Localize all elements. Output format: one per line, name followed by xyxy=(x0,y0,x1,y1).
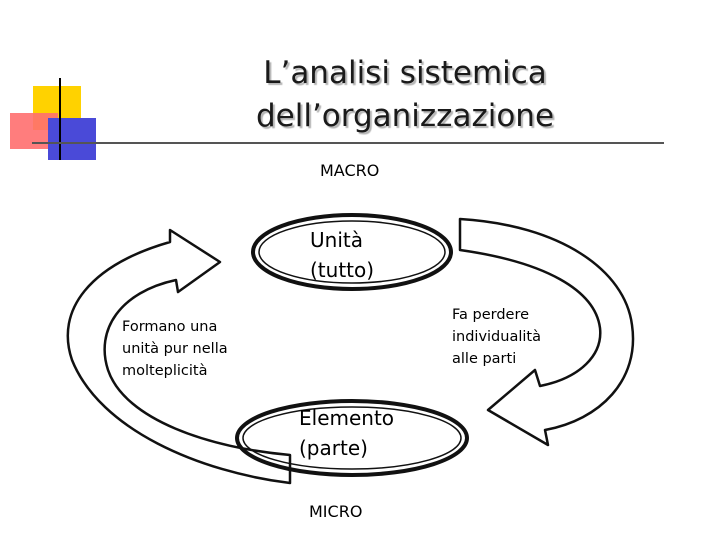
top-node-label-line-1: Unità xyxy=(310,226,363,254)
bottom-node-label-line-2: (parte) xyxy=(299,434,368,462)
left-annotation-line-2: unità pur nella xyxy=(122,340,228,359)
bottom-node-label-line-1: Elemento xyxy=(299,404,394,432)
right-annotation-line-2: individualità xyxy=(452,328,541,347)
top-node-label-line-2: (tutto) xyxy=(310,256,374,284)
macro-label: MACRO xyxy=(320,161,379,181)
micro-label: MICRO xyxy=(309,502,362,522)
right-annotation-line-1: Fa perdere xyxy=(452,306,529,325)
left-annotation-line-1: Formano una xyxy=(122,318,217,337)
right-annotation-line-3: alle parti xyxy=(452,350,516,369)
left-annotation-line-3: molteplicità xyxy=(122,362,207,381)
